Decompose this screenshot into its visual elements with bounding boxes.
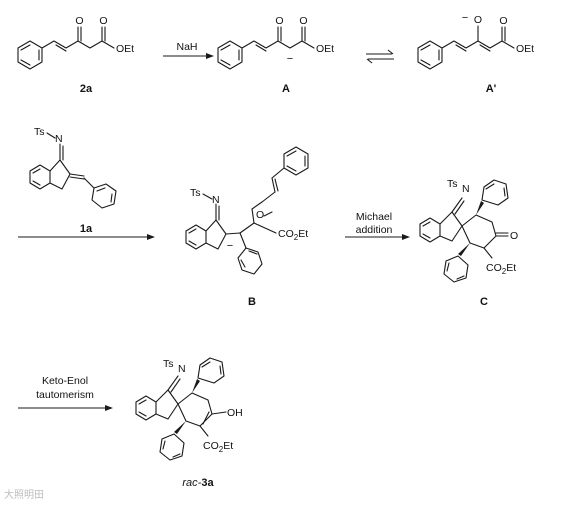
a-ketone-o: O [275,15,283,27]
enolate-a-prime-structure: O − O OEt [417,12,534,70]
b-ts: Ts [190,187,201,199]
intermediate-a-structure: O O OEt − [217,15,334,70]
equilibrium-arrows [366,49,394,64]
compound-label-1a: 1a [80,223,93,235]
compound-label-b: B [248,296,256,308]
compound-label-a: A [282,83,290,95]
reagent-1a-structure: N Ts [29,126,117,209]
a-prime-oxide-charge: − [462,12,468,24]
3a-imine-n: N [178,363,186,375]
product-rac-3a-structure: N Ts OH CO2Et [135,357,243,461]
c-imine-n: N [462,183,470,195]
1a-imine-n: N [55,133,63,145]
1a-ts: Ts [34,126,45,138]
compound-label-rac-3a: rac-3a [182,477,214,489]
b-carbanion-charge: − [227,240,233,252]
a-oet: OEt [316,43,334,55]
3a-ts: Ts [163,358,174,370]
a-prime-ester-o: O [499,15,507,27]
condition-michael: Michael [356,211,392,223]
2a-ketone-o: O [75,15,83,27]
c-ts: Ts [447,178,458,190]
reaction-arrow-1 [163,53,214,59]
compound-label-2a: 2a [80,83,93,95]
a-ester-o: O [299,15,307,27]
compound-2a-structure: O O OEt [17,15,134,70]
2a-oet: OEt [116,43,134,55]
compound-label-a-prime: A' [486,83,497,95]
condition-addition: addition [356,224,393,236]
condition-nah: NaH [176,41,197,53]
reaction-arrow-2 [18,234,155,240]
reaction-arrow-4 [18,405,113,411]
3a-co2et: CO2Et [203,440,233,454]
b-ketone-o: O [256,209,264,221]
watermark: 大照明田 [4,488,44,501]
intermediate-c-structure: N Ts O CO2Et [419,178,518,283]
b-imine-n: N [212,194,220,206]
b-co2et: CO2Et [278,228,308,242]
condition-keto-enol: Keto-Enol [42,375,88,387]
a-prime-oet: OEt [516,43,534,55]
c-co2et: CO2Et [486,262,516,276]
a-carbanion-charge: − [287,53,293,65]
reaction-arrow-3 [345,234,410,240]
intermediate-b-structure: N Ts − O CO2Et [185,146,309,275]
a-prime-enolate-o: O [474,14,482,26]
c-ketone-o: O [510,230,518,242]
condition-tautomerism: tautomerism [36,389,94,401]
3a-hydroxyl: OH [227,407,243,419]
2a-ester-o: O [99,15,107,27]
compound-label-c: C [480,296,488,308]
